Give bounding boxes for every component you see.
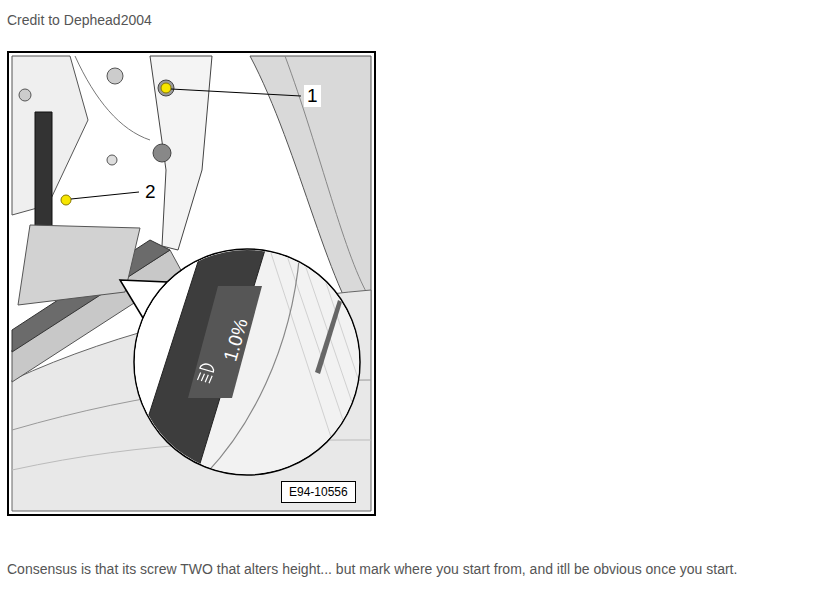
housing-strip [128, 240, 268, 480]
figure-id-box: E94-10556 [281, 481, 356, 503]
screw-hole [153, 144, 171, 162]
marking-panel [188, 286, 262, 398]
adjust-screw-2 [61, 195, 71, 205]
leader-line [171, 89, 301, 96]
lamp-bracket-panel [18, 225, 140, 305]
detail-hatching [270, 250, 372, 480]
callout-number: 2 [142, 181, 159, 203]
credit-note: Credit to Dephead2004 [7, 12, 152, 28]
headlight-bracket [150, 56, 212, 250]
box-text: E94-10556 [289, 485, 348, 499]
magnified-detail [128, 240, 372, 485]
adjust-screw-1 [161, 83, 171, 93]
screw-hole [158, 80, 174, 96]
body-edge [75, 56, 150, 140]
bolt [107, 155, 117, 165]
detail-slash [315, 300, 342, 374]
connector-part [35, 112, 52, 240]
bolt [107, 68, 123, 84]
bolt [19, 89, 31, 101]
callout-number: 1 [304, 85, 321, 107]
post-text: Consensus is that its screw TWO that alt… [7, 561, 833, 577]
leader-line [71, 192, 139, 199]
headlight-symbol [197, 362, 215, 383]
figure-frame [8, 52, 375, 515]
car-front-drawing [12, 56, 371, 511]
